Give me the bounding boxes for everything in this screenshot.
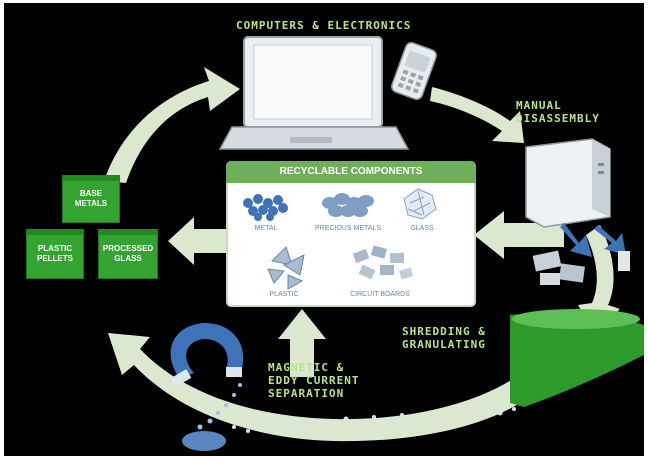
- arrow-to-laptop: [104, 67, 240, 183]
- component-label-plastic: PLASTIC: [269, 291, 299, 298]
- label-manual-disassembly: MANUAL DISASSEMBLY: [516, 99, 600, 125]
- particle-pile: [182, 383, 242, 451]
- component-label-circuit-boards: CIRCUIT BOARDS: [350, 291, 410, 298]
- magnet-icon: [170, 323, 244, 387]
- glass-icon: [403, 188, 437, 220]
- box-plastic-pellets: PLASTIC PELLETS: [26, 229, 84, 279]
- computer-tower-icon: [525, 138, 611, 228]
- label-magnetic-separation: MAGNETIC & EDDY CURRENT SEPARATION: [268, 361, 360, 400]
- laptop-icon: [218, 36, 410, 150]
- box-processed-glass: PROCESSED GLASS: [98, 229, 158, 279]
- arrow-bottom-sweep: [108, 333, 564, 442]
- recyclable-components-panel: [226, 161, 476, 307]
- arrow-to-shredding: [578, 225, 620, 333]
- plastic-icon: [267, 246, 305, 290]
- phone-icon: [391, 42, 437, 100]
- arrow-to-boxes: [168, 217, 226, 265]
- component-label-precious-metals: PRECIOUS METALS: [315, 225, 381, 232]
- circuit-boards-icon: [352, 245, 414, 280]
- particle-stream: [232, 405, 516, 433]
- panel-title: RECYCLABLE COMPONENTS: [226, 161, 476, 183]
- disassembly-arrows: [560, 223, 626, 257]
- box-processed-glass-label: PROCESSED GLASS: [102, 244, 154, 263]
- component-label-glass: GLASS: [410, 225, 434, 232]
- arrow-to-disassembly: [430, 87, 524, 143]
- box-base-metals: BASE METALS: [62, 175, 120, 223]
- box-base-metals-label: BASE METALS: [74, 189, 108, 208]
- cycle-arrows: [104, 36, 644, 451]
- diagram-frame: COMPUTERS & ELECTRONICS MANUAL DISASSEMB…: [4, 3, 644, 456]
- precious-metals-icon: [322, 193, 374, 217]
- circuit-parts: [532, 250, 630, 285]
- box-base-metals-lid: [62, 175, 120, 181]
- box-plastic-pellets-label: PLASTIC PELLETS: [36, 244, 73, 263]
- box-processed-glass-lid: [98, 229, 158, 235]
- arrow-up-to-panel: [278, 309, 326, 377]
- component-icons: [243, 188, 437, 290]
- component-label-metal: METAL: [254, 225, 278, 232]
- label-shredding-granulating: SHREDDING & GRANULATING: [402, 325, 486, 351]
- label-computers-electronics: COMPUTERS & ELECTRONICS: [236, 19, 412, 32]
- metal-icon: [243, 194, 288, 221]
- box-plastic-pellets-lid: [26, 229, 84, 235]
- funnel-icon: [510, 309, 644, 407]
